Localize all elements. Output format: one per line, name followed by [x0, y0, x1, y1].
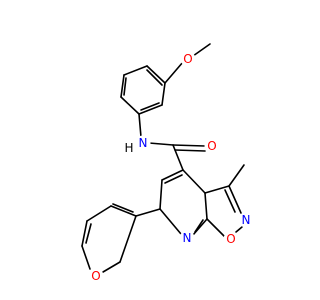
ring-double-bond: [146, 69, 163, 86]
carbonyl-oxygen-atom: O: [204, 138, 220, 154]
furan-oxygen-label: O: [91, 269, 100, 283]
methyl-bond: [228, 164, 245, 187]
atom-label-background: [179, 230, 195, 246]
isoxazole-oxygen-atom: O: [223, 231, 239, 247]
ring-bond: [161, 82, 166, 106]
ring-double-bond: [194, 219, 204, 233]
atom-label-background: [180, 51, 196, 67]
atom-label-background: [135, 135, 151, 151]
methoxy-methyl-bond: [192, 43, 211, 57]
ring-bond: [86, 205, 112, 222]
isoxazole-nitrogen-label: N: [242, 213, 251, 227]
ring-double-bond: [85, 223, 92, 244]
ring-double-bond: [164, 174, 183, 184]
ring-bond: [206, 218, 226, 238]
carbonyl-oxygen-label: O: [207, 139, 216, 153]
molecule-diagram: O N H O N O N O: [81, 43, 254, 284]
ring-bond: [123, 65, 148, 76]
ring-bond: [81, 220, 88, 247]
ring-bond: [204, 192, 208, 220]
carbonyl-bond: [172, 144, 206, 147]
nitrogen-to-carbonyl-bond: [148, 142, 174, 146]
methoxy-oxygen-atom: O: [180, 51, 196, 67]
amide-nitrogen-label: N: [139, 136, 148, 150]
ring-bond: [119, 215, 137, 263]
amide-hydrogen-label: H: [124, 141, 133, 155]
isoxazole-nitrogen-atom: N: [238, 212, 254, 228]
ring-bond: [228, 185, 242, 214]
ring-double-bond: [123, 77, 127, 96]
bond-layer: [81, 43, 245, 273]
ring-bond: [159, 208, 182, 235]
furan-oxygen-atom: O: [88, 268, 104, 284]
atom-label-background: [204, 138, 220, 154]
ring-bond: [120, 74, 125, 98]
ring-bond: [159, 179, 163, 210]
ring-bond: [161, 169, 184, 181]
ring-double-bond: [112, 203, 134, 213]
pyridine-nitrogen-atom: N: [179, 230, 195, 246]
carbonyl-double-bond: [174, 149, 206, 152]
amide-nitrogen-atom: N H: [123, 135, 151, 155]
ring-bond: [138, 104, 163, 115]
ring-bond: [120, 96, 140, 115]
atom-label-background: [123, 142, 135, 154]
ring-bond: [102, 261, 121, 273]
ring-double-bond: [140, 102, 160, 111]
ring-bond: [110, 205, 137, 217]
ring-to-nitrogen-bond: [138, 113, 142, 138]
methoxy-oxygen-label: O: [183, 52, 192, 66]
ring-bond: [235, 226, 243, 233]
ring-double-bond: [224, 189, 236, 213]
atom-label-background: [238, 212, 254, 228]
atom-label-background: [88, 268, 104, 284]
ring-to-methoxy-oxygen-bond: [164, 61, 184, 84]
ring-bond: [204, 185, 230, 194]
atom-label-background: [223, 231, 239, 247]
ring-bond: [146, 65, 166, 84]
atom-label-layer: O N H O N O N O: [88, 51, 254, 284]
carbonyl-to-ring-bond: [172, 144, 184, 171]
isoxazole-oxygen-label: O: [226, 232, 235, 246]
ring-to-furan-bond: [135, 208, 161, 217]
ring-bond: [81, 245, 91, 270]
pyridine-nitrogen-label: N: [183, 231, 192, 245]
ring-bond: [182, 169, 206, 194]
